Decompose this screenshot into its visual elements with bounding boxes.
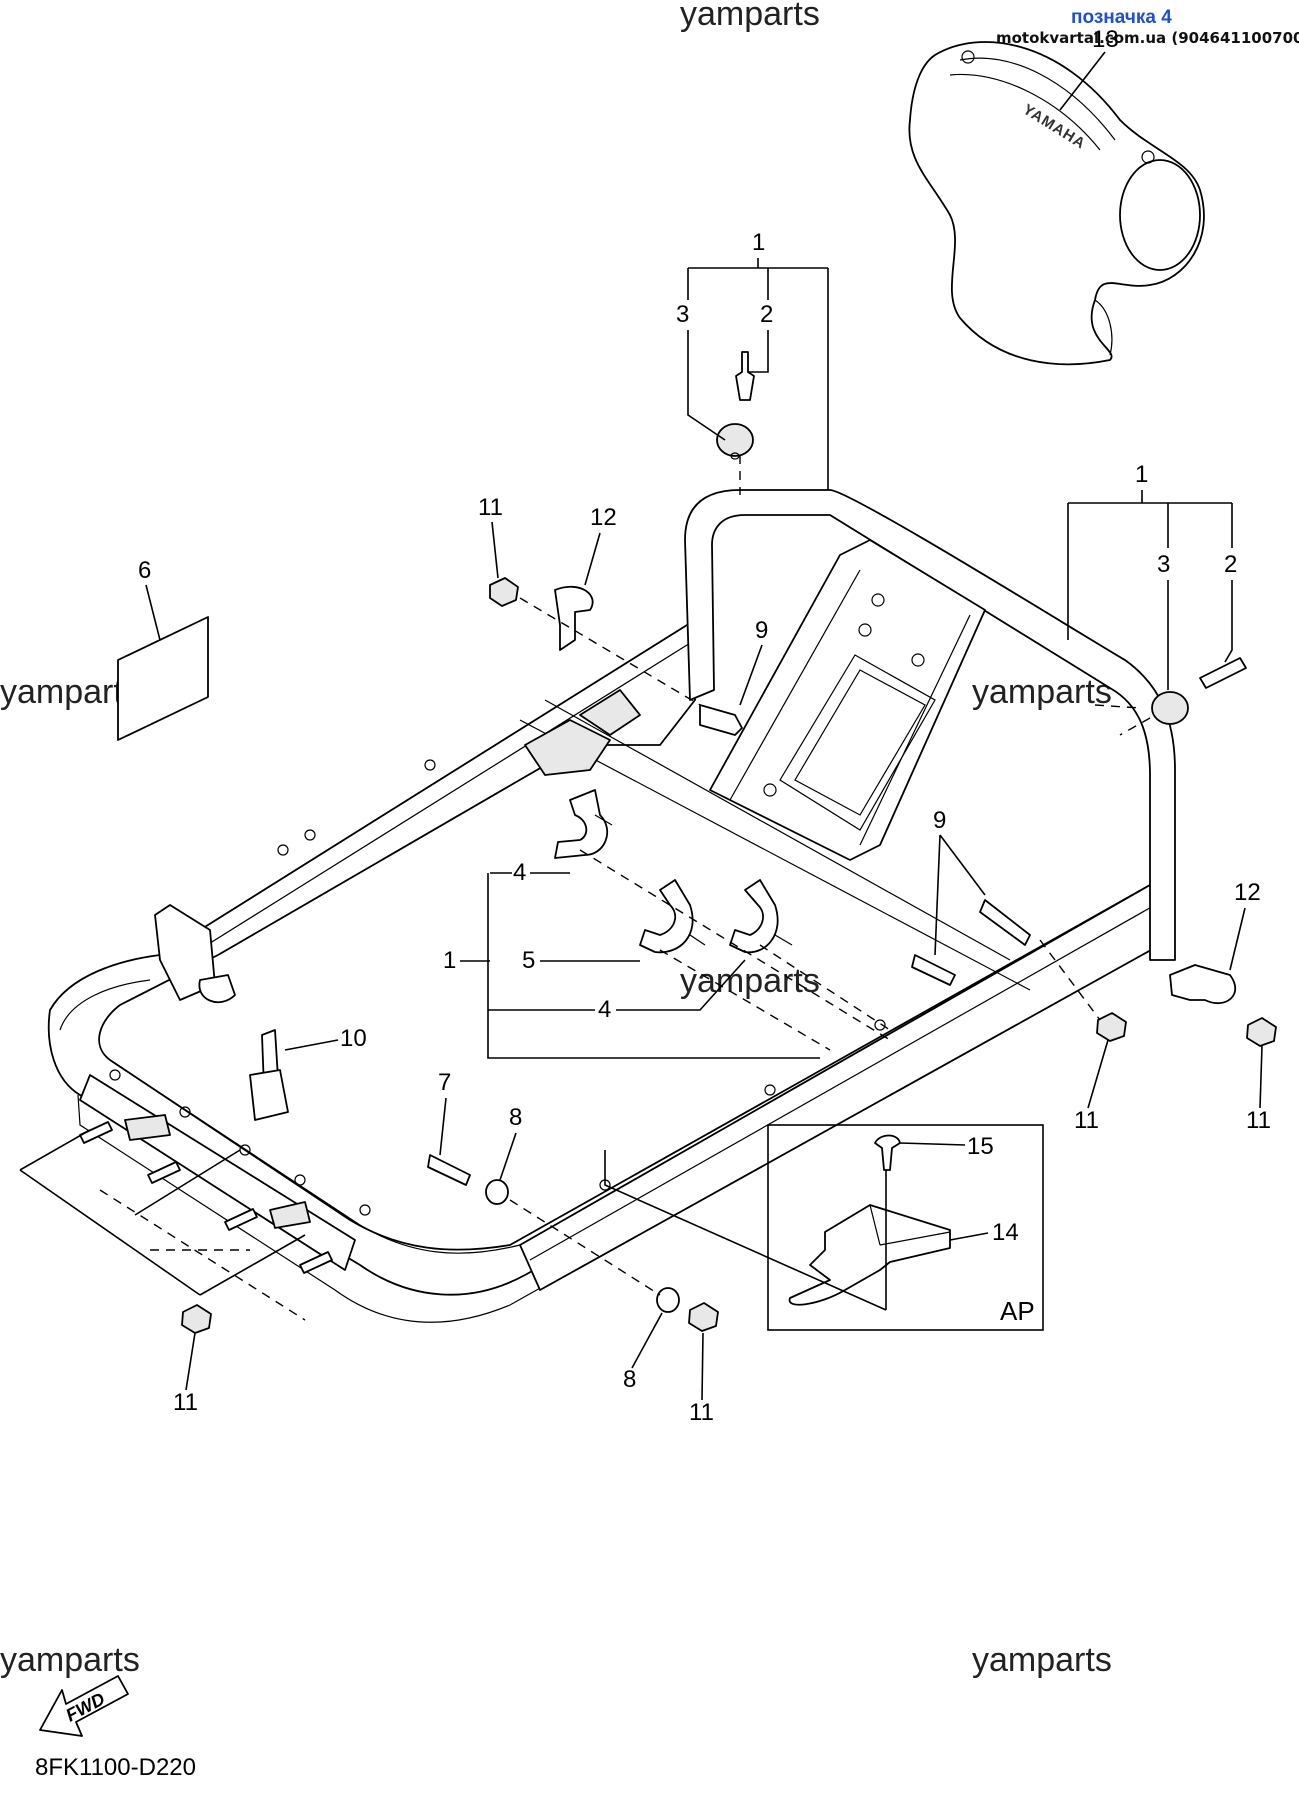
rivet-part-2b — [1199, 657, 1247, 689]
watermark-bottom-left: yamparts — [0, 1641, 140, 1679]
bracket-part-12b — [1169, 964, 1237, 1005]
ap-label: AP — [1000, 1296, 1035, 1326]
stud-front-3 — [224, 1208, 258, 1231]
watermark-right: yamparts — [972, 673, 1112, 711]
figure-code: 8FK1100-D220 — [35, 1754, 196, 1781]
bolt-part-9a — [699, 704, 743, 736]
callout-3a: 3 — [676, 301, 689, 328]
callout-12b: 12 — [1234, 879, 1261, 906]
frame-illustration — [47, 489, 1176, 1323]
label-sheet — [117, 616, 209, 741]
clamps-illustration — [554, 789, 793, 954]
callout-9b: 9 — [933, 807, 946, 834]
ap-detail-box — [767, 1124, 1044, 1331]
nut-part-11a — [489, 577, 519, 607]
watermark-bottom-right: yamparts — [972, 1641, 1112, 1679]
stud-front-2 — [147, 1161, 181, 1184]
nut-part-11c — [1246, 1017, 1277, 1047]
callout-1a: 1 — [752, 229, 765, 256]
callout-14: 14 — [992, 1219, 1019, 1246]
callout-5: 5 — [522, 947, 535, 974]
bolt-part-9b — [979, 899, 1031, 946]
stud-front-1 — [79, 1121, 113, 1144]
guide-part-14 — [788, 1204, 951, 1306]
callout-3b: 3 — [1157, 551, 1170, 578]
grommet-part-3a — [716, 423, 754, 457]
callout-2a: 2 — [760, 301, 773, 328]
forward-arrow-icon: FWD — [39, 1675, 129, 1737]
callout-6: 6 — [138, 557, 151, 584]
callout-12a: 12 — [590, 504, 617, 531]
nut-part-11d — [688, 1302, 719, 1332]
callout-4b: 4 — [598, 996, 611, 1023]
badge-label: позначка 4 — [1071, 7, 1172, 28]
callout-2b: 2 — [1224, 551, 1237, 578]
callout-11a: 11 — [478, 494, 503, 521]
screw-part-15 — [874, 1134, 901, 1171]
callout-8a: 8 — [509, 1104, 522, 1131]
watermark-center: yamparts — [680, 962, 820, 1000]
watermark-left: yamparts — [0, 673, 140, 711]
rivet-part-2a — [735, 351, 755, 401]
callout-9a: 9 — [755, 617, 768, 644]
callout-13: 13 — [1092, 26, 1119, 53]
callout-11b: 11 — [1074, 1107, 1099, 1134]
washer-part-8a — [485, 1179, 509, 1205]
callout-15: 15 — [967, 1133, 994, 1160]
callout-7: 7 — [438, 1069, 451, 1096]
bracket-part-12a — [554, 585, 594, 651]
callout-1c: 1 — [443, 947, 456, 974]
grommet-part-3b — [1151, 691, 1189, 725]
callout-11c: 11 — [1246, 1107, 1271, 1134]
callout-4a: 4 — [513, 859, 526, 886]
washer-part-8b — [656, 1287, 680, 1313]
callout-8b: 8 — [623, 1366, 636, 1393]
callout-11d: 11 — [173, 1389, 198, 1416]
callout-1b: 1 — [1135, 461, 1148, 488]
nut-part-11b — [1096, 1012, 1127, 1042]
stud-front-4 — [299, 1251, 333, 1274]
source-label: motokvartal.com.ua (904641100700) — [996, 29, 1299, 47]
bolt-part-9c — [911, 954, 956, 986]
callout-11e: 11 — [689, 1399, 714, 1426]
seat-cover-illustration: YAMAHA — [908, 41, 1205, 366]
nut-part-11e — [181, 1304, 212, 1334]
watermark-top: yamparts — [680, 0, 820, 33]
bolt-part-7 — [427, 1154, 471, 1186]
callout-10: 10 — [340, 1025, 367, 1052]
